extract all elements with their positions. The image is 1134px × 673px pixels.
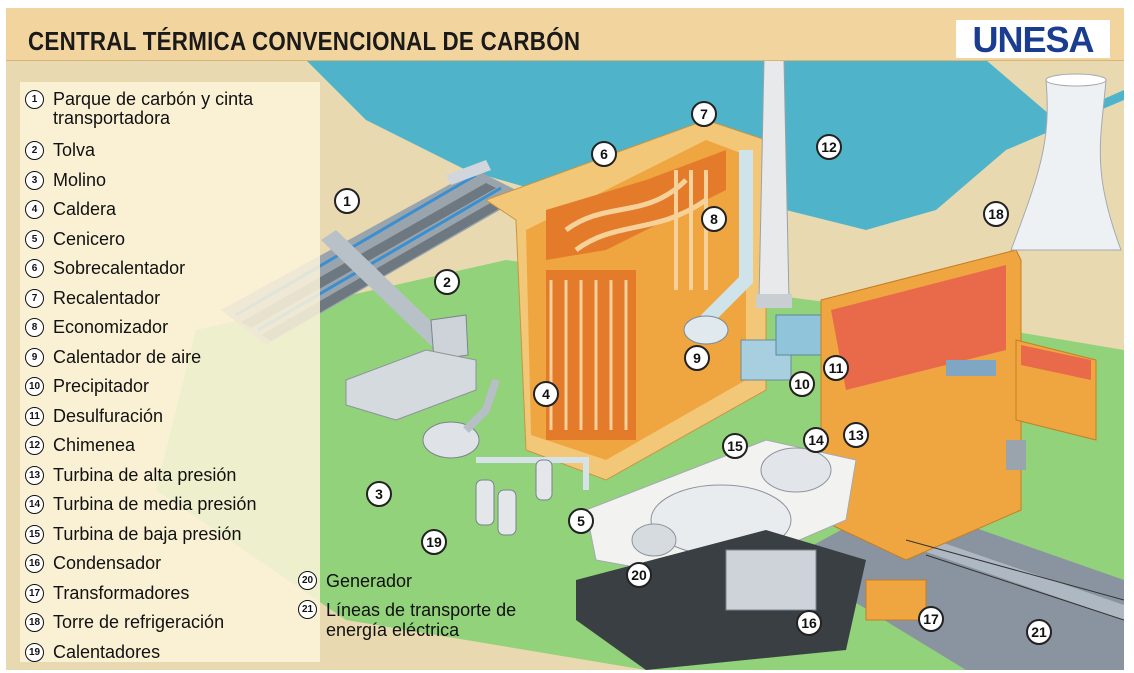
air-heater (683, 315, 729, 345)
title-bar: CENTRAL TÉRMICA CONVENCIONAL DE CARBÓN U… (6, 8, 1124, 61)
page-title: CENTRAL TÉRMICA CONVENCIONAL DE CARBÓN (28, 26, 581, 56)
callout-6: 6 (591, 141, 617, 167)
pipe-lower (476, 457, 589, 490)
callout-16: 16 (796, 610, 822, 636)
power-lines (905, 539, 1124, 621)
callout-17: 17 (918, 606, 944, 632)
high-pressure-turbine (760, 447, 832, 493)
callout-14: 14 (803, 427, 829, 453)
callout-21: 21 (1026, 619, 1052, 645)
hopper-base (345, 349, 477, 421)
conveyor-head (446, 160, 491, 185)
mill (422, 421, 480, 459)
callout-15: 15 (722, 433, 748, 459)
callout-3: 3 (366, 481, 392, 507)
callout-4: 4 (533, 381, 559, 407)
legend-panel (20, 82, 320, 662)
callout-8: 8 (701, 206, 727, 232)
transformers (865, 579, 927, 621)
callout-10: 10 (789, 371, 815, 397)
chimney-base (756, 294, 792, 308)
mill-duct (463, 378, 500, 433)
condenser (725, 549, 817, 611)
heater (475, 479, 495, 526)
flue-duct (701, 150, 753, 325)
hopper (430, 314, 469, 361)
desulfurization (775, 314, 822, 356)
heater (535, 459, 553, 501)
callout-9: 9 (684, 345, 710, 371)
heater (497, 489, 517, 536)
callout-1: 1 (334, 188, 360, 214)
callout-20: 20 (626, 562, 652, 588)
chimney (758, 60, 790, 301)
callout-2: 2 (434, 269, 460, 295)
conveyor (321, 230, 461, 360)
callout-12: 12 (816, 134, 842, 160)
generator (631, 523, 677, 557)
cooling-tower (1010, 73, 1122, 251)
callout-5: 5 (568, 508, 594, 534)
callout-18: 18 (983, 201, 1009, 227)
unesa-logo: UNESA (956, 20, 1110, 58)
callout-13: 13 (843, 422, 869, 448)
callout-7: 7 (691, 101, 717, 127)
callout-11: 11 (823, 355, 849, 381)
callout-19: 19 (421, 529, 447, 555)
svg-text:UNESA: UNESA (972, 20, 1094, 58)
turbine-hall (820, 249, 1097, 561)
road-lane (906, 530, 1124, 620)
